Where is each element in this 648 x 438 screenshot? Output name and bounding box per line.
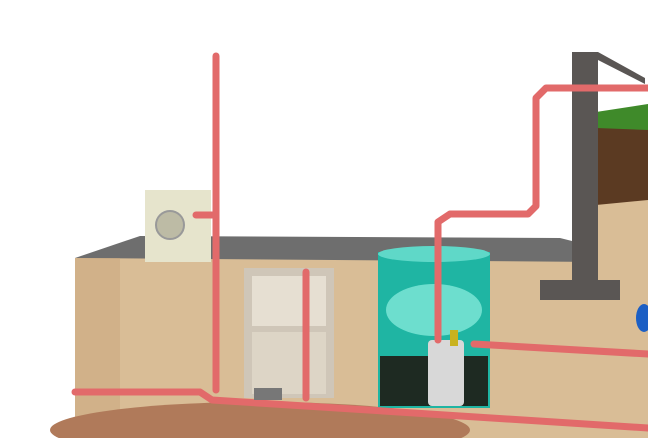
inlet-pipe [470, 340, 648, 358]
grass [596, 104, 648, 130]
topsoil [596, 118, 648, 205]
pump-handle [450, 330, 458, 346]
chamber-interior-lower [252, 332, 326, 394]
tank-top [378, 246, 490, 262]
pipes [71, 52, 648, 432]
pipe-fitting [254, 388, 282, 400]
pressure-pipe [434, 84, 648, 344]
retaining-wall [540, 52, 645, 300]
submersible-pump [428, 340, 464, 406]
chamber-interior [252, 276, 326, 326]
raised-earth [596, 130, 648, 438]
washing-machine-door [155, 210, 185, 240]
blue-pipe-end [636, 304, 648, 332]
main-drain-pipe [71, 388, 648, 432]
tank-glow [386, 284, 482, 336]
